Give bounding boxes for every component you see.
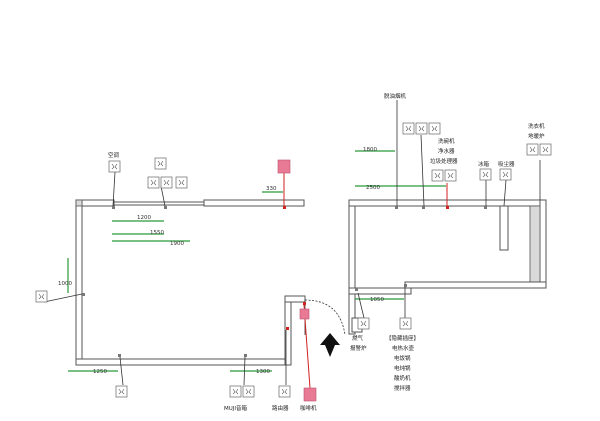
socket-icon xyxy=(357,317,370,330)
dimension-1550-text: 1550 xyxy=(150,230,164,236)
dimension-lines: 1200 1550 1900 330 1000 1250 1300 1800 2… xyxy=(58,147,446,375)
label-floor-heater: 地暖炉 xyxy=(528,132,545,140)
socket-icon xyxy=(35,290,48,303)
wall-point xyxy=(422,206,425,209)
wall-point xyxy=(395,206,398,209)
wall-point xyxy=(484,206,487,209)
wall-left xyxy=(75,199,83,366)
dimension-2500-text: 2500 xyxy=(366,185,380,191)
label-yogurt-maker: 酸奶机 xyxy=(394,374,411,382)
label-fridge: 冰箱 xyxy=(478,160,490,168)
leader xyxy=(160,185,166,207)
leader xyxy=(43,293,83,303)
wall-kitchen-bottom xyxy=(404,281,547,289)
dimension-1300-text: 1300 xyxy=(256,369,270,375)
wall-bottom-left xyxy=(75,358,292,366)
label-vent: 吸尘器 xyxy=(498,160,515,168)
socket-icon xyxy=(499,168,512,181)
socket-icon xyxy=(444,169,457,182)
label-rice-cooker: 电饭锅 xyxy=(394,354,411,362)
socket-icon xyxy=(431,169,444,182)
socket-icon xyxy=(229,385,242,398)
socket-icon xyxy=(399,317,412,330)
label-gas: 燃气 xyxy=(352,334,364,342)
wall-point xyxy=(164,206,167,209)
entrance-arrow xyxy=(320,333,340,357)
wall-point-red xyxy=(283,206,286,209)
dimension-1000-text: 1000 xyxy=(58,281,72,287)
pink-markers xyxy=(277,159,317,402)
wall-point xyxy=(244,354,247,357)
socket-icon xyxy=(539,143,552,156)
label-gas-alarm: 报警炉 xyxy=(350,344,367,352)
socket-icon xyxy=(147,176,160,189)
wall-top-left-window xyxy=(113,201,205,206)
socket-icon xyxy=(526,143,539,156)
wall-step-horizontal xyxy=(284,295,306,303)
dimension-1200-text: 1200 xyxy=(137,215,151,221)
leader xyxy=(119,356,124,386)
label-router: 路由器 xyxy=(272,404,289,412)
wall-kitchen-left-upper xyxy=(348,199,356,293)
leader xyxy=(503,179,507,207)
socket-icon xyxy=(402,122,415,135)
wall-point-red xyxy=(446,206,449,209)
label-range-hood: 脱油烟机 xyxy=(384,92,407,100)
leader xyxy=(420,134,425,207)
label-hidden-socket: 【隐藏插座】 xyxy=(386,334,419,342)
dimension-1900-text: 1900 xyxy=(170,241,184,247)
labels: 空调 脱油烟机 洗碗机 净水器 垃圾处理器 冰箱 吸尘器 洗衣机 地暖炉 MUJ… xyxy=(108,92,545,412)
kitchen-counter xyxy=(499,205,509,251)
wall-point xyxy=(82,293,85,296)
dimension-1050-text: 1050 xyxy=(370,297,384,303)
label-stew-pot: 电炖锅 xyxy=(394,364,411,372)
wall-left-corner xyxy=(75,199,83,207)
socket-icon xyxy=(160,176,173,189)
socket-icon xyxy=(278,385,291,398)
socket-icon xyxy=(415,122,428,135)
wall-kitchen-right-panel xyxy=(529,205,541,283)
label-garbage-disposer: 垃圾处理器 xyxy=(430,157,458,165)
wall-top-mid xyxy=(203,199,305,207)
label-air-conditioner: 空调 xyxy=(108,151,120,159)
dimension-330-text: 330 xyxy=(266,186,277,192)
leader xyxy=(357,292,365,319)
label-coffee-machine: 咖啡机 xyxy=(300,404,317,412)
wall-point xyxy=(118,354,121,357)
wall-point-red xyxy=(303,302,306,305)
pink-marker xyxy=(303,387,317,402)
walls xyxy=(75,199,547,366)
label-muji-speaker: MUJI音箱 xyxy=(224,404,248,412)
dimension-1800-text: 1800 xyxy=(363,147,377,153)
leader xyxy=(112,171,116,207)
leader xyxy=(243,356,246,386)
socket-icon xyxy=(154,157,167,170)
dimension-1250-text: 1250 xyxy=(93,369,107,375)
label-blender: 搅拌器 xyxy=(394,384,411,392)
pink-marker xyxy=(277,159,291,174)
wall-point xyxy=(355,288,358,291)
label-water-purifier: 净水器 xyxy=(438,147,455,155)
socket-icon xyxy=(175,176,188,189)
socket-icon xyxy=(108,160,121,173)
wall-kitchen-bottom-left xyxy=(348,287,412,295)
wall-points xyxy=(82,206,487,357)
label-kettle: 电热水壶 xyxy=(392,344,415,352)
wall-point xyxy=(404,284,407,287)
wall-point-red xyxy=(286,327,289,330)
socket-icon xyxy=(428,122,441,135)
socket-icon xyxy=(479,168,492,181)
socket-icon xyxy=(242,385,255,398)
label-washing-machine: 洗衣机 xyxy=(528,122,545,130)
door-swing xyxy=(304,299,346,336)
label-dishwasher: 洗碗机 xyxy=(438,137,455,145)
socket-icon xyxy=(115,385,128,398)
sockets xyxy=(35,122,552,398)
leaders xyxy=(43,100,541,389)
wall-point xyxy=(112,206,115,209)
wall-kitchen-right xyxy=(539,199,547,287)
pink-marker xyxy=(299,308,310,320)
